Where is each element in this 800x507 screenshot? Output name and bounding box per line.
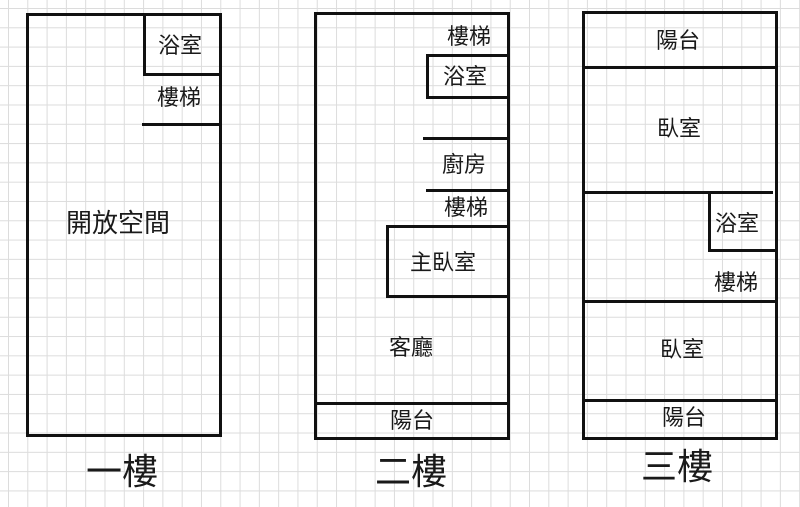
- floor-1-stair-wall: [142, 123, 220, 126]
- floor-2-title: 二樓: [375, 452, 448, 493]
- floor-3-room-bedroom-top: 臥室: [657, 117, 702, 142]
- floor-2-room-kitchen: 廚房: [442, 153, 487, 178]
- floor-3-room-stairs: 樓梯: [714, 271, 759, 296]
- floor-1-room-open-space: 開放空間: [66, 209, 171, 239]
- floor-1-title: 一樓: [86, 452, 159, 493]
- floor-3-room-bathroom: 浴室: [715, 212, 760, 237]
- floor-3-room-balcony-top: 陽台: [656, 29, 701, 54]
- floor-3-outline: [582, 11, 778, 440]
- floor-3-bathroom-wall: [708, 192, 778, 252]
- floor-2-room-living-room: 客廳: [389, 336, 434, 361]
- floor-1-room-stairs: 樓梯: [157, 86, 202, 111]
- floor-2-room-stairs-top: 樓梯: [447, 25, 492, 50]
- floor-2-balcony-wall: [316, 402, 507, 405]
- floor-2-room-master-bedroom: 主臥室: [410, 251, 477, 276]
- floor-2-master-bedroom-wall: [386, 225, 510, 298]
- floor-2-bathroom-wall: [426, 54, 510, 99]
- floor-3-balcony-bottom-wall: [584, 399, 777, 402]
- floor-2-room-balcony: 陽台: [390, 409, 435, 434]
- floor-3-title: 三樓: [641, 447, 714, 488]
- floor-1-outline: [26, 13, 222, 437]
- floor-2-kitchen-wall-bottom: [426, 189, 507, 192]
- floor-3-balcony-top-wall: [584, 66, 775, 69]
- floor-2-kitchen-wall-top: [423, 137, 507, 140]
- floor-2-room-stairs-lower: 樓梯: [444, 196, 489, 221]
- floor-1-bathroom-wall: [143, 13, 222, 76]
- floor-3-room-bedroom-bottom: 臥室: [660, 338, 705, 363]
- floor-3-bedroom-top-wall: [583, 191, 773, 194]
- floor-3-stair-wall: [584, 300, 775, 303]
- floor-3-room-balcony-bottom: 陽台: [662, 406, 707, 431]
- floor-1-room-bathroom: 浴室: [158, 34, 203, 59]
- floor-2-room-bathroom: 浴室: [443, 65, 488, 90]
